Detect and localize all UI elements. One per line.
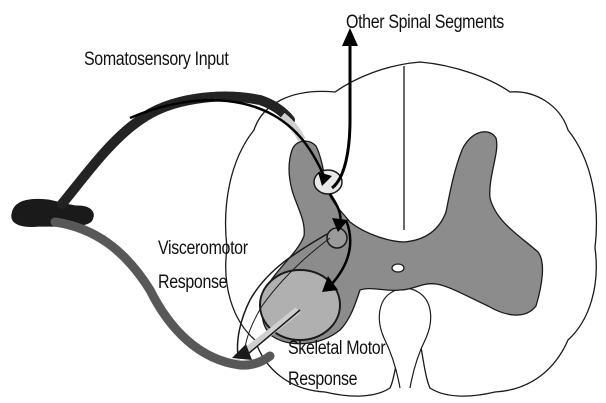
label-somatosensory-input: Somatosensory Input — [84, 49, 228, 71]
central-canal — [392, 264, 404, 272]
label-visceromotor-response-line1: Visceromotor — [158, 238, 248, 260]
label-skeletal-motor-response-line1: Skeletal Motor — [288, 338, 385, 360]
label-visceromotor-response-line2: Response — [158, 272, 227, 294]
label-other-spinal-segments: Other Spinal Segments — [346, 12, 504, 34]
label-skeletal-motor-response-line2: Response — [288, 369, 357, 391]
